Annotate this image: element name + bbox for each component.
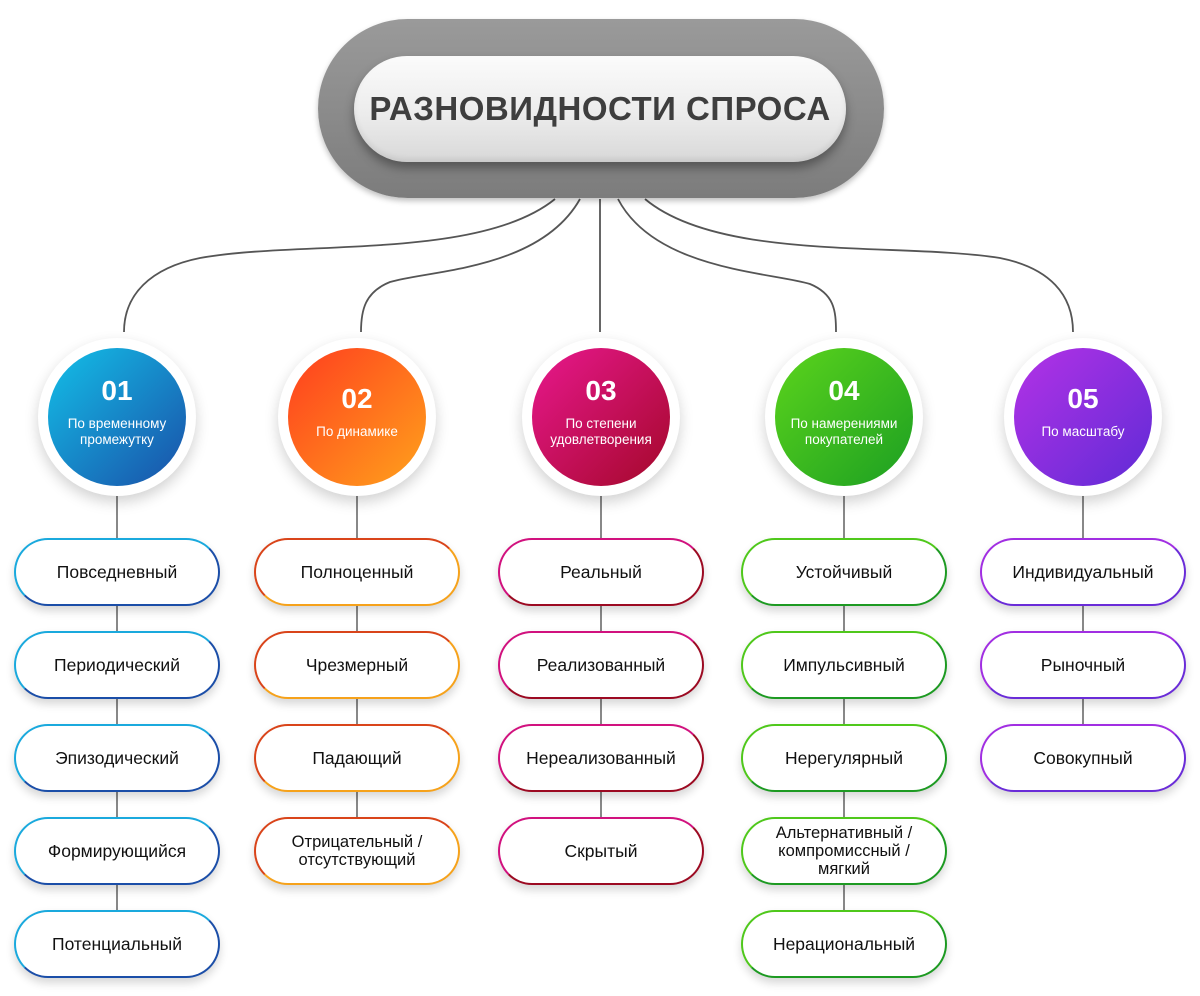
connector-line bbox=[360, 198, 581, 333]
subtype-item: Периодический bbox=[14, 631, 220, 699]
category-label: По масштабу bbox=[1041, 424, 1125, 439]
category-number: 03 bbox=[585, 375, 617, 406]
category-label: По временному промежутку bbox=[67, 416, 167, 447]
subtype-item: Индивидуальный bbox=[980, 538, 1186, 606]
category-label: По динамике bbox=[316, 424, 398, 439]
category-circle: 05 По масштабу bbox=[1004, 338, 1162, 496]
subtype-item: Нереализованный bbox=[498, 724, 704, 792]
subtype-item: Альтернативный / компромиссный / мягкий bbox=[741, 817, 947, 885]
subtype-item: Нерегулярный bbox=[741, 724, 947, 792]
category-circle: 02 По динамике bbox=[278, 338, 436, 496]
category-circle: 04 По намерениями покупателей bbox=[765, 338, 923, 496]
subtype-item: Повседневный bbox=[14, 538, 220, 606]
subtype-item: Нерациональный bbox=[741, 910, 947, 978]
category-circle-fill: 02 По динамике bbox=[288, 348, 426, 486]
subtype-item: Устойчивый bbox=[741, 538, 947, 606]
title-pill: РАЗНОВИДНОСТИ СПРОСА bbox=[318, 19, 884, 198]
subtype-item: Импульсивный bbox=[741, 631, 947, 699]
subtype-item: Рыночный bbox=[980, 631, 1186, 699]
subtype-item: Эпизодический bbox=[14, 724, 220, 792]
subtype-item: Чрезмерный bbox=[254, 631, 460, 699]
subtype-item: Совокупный bbox=[980, 724, 1186, 792]
subtype-item: Формирующийся bbox=[14, 817, 220, 885]
category-number: 04 bbox=[828, 375, 860, 406]
category-number: 05 bbox=[1067, 383, 1099, 414]
category-circle-fill: 03 По степени удовлетворения bbox=[532, 348, 670, 486]
subtype-item: Отрицательный / отсутствующий bbox=[254, 817, 460, 885]
diagram-title: РАЗНОВИДНОСТИ СПРОСА bbox=[369, 90, 831, 127]
connector-line bbox=[644, 198, 1074, 333]
category-circle-fill: 01 По временному промежутку bbox=[48, 348, 186, 486]
title-inner: РАЗНОВИДНОСТИ СПРОСА bbox=[354, 56, 846, 162]
subtype-item: Реальный bbox=[498, 538, 704, 606]
category-circle: 01 По временному промежутку bbox=[38, 338, 196, 496]
subtype-item: Потенциальный bbox=[14, 910, 220, 978]
subtype-item: Падающий bbox=[254, 724, 460, 792]
subtype-item: Полноценный bbox=[254, 538, 460, 606]
category-number: 02 bbox=[341, 383, 373, 414]
subtype-item: Скрытый bbox=[498, 817, 704, 885]
category-circle: 03 По степени удовлетворения bbox=[522, 338, 680, 496]
category-circle-fill: 05 По масштабу bbox=[1014, 348, 1152, 486]
connector-line bbox=[617, 198, 837, 333]
category-circle-fill: 04 По намерениями покупателей bbox=[775, 348, 913, 486]
category-label: По намерениями покупателей bbox=[790, 416, 898, 447]
category-number: 01 bbox=[101, 375, 133, 406]
category-label: По степени удовлетворения bbox=[550, 416, 652, 447]
subtype-item: Реализованный bbox=[498, 631, 704, 699]
connector-line bbox=[123, 198, 556, 333]
